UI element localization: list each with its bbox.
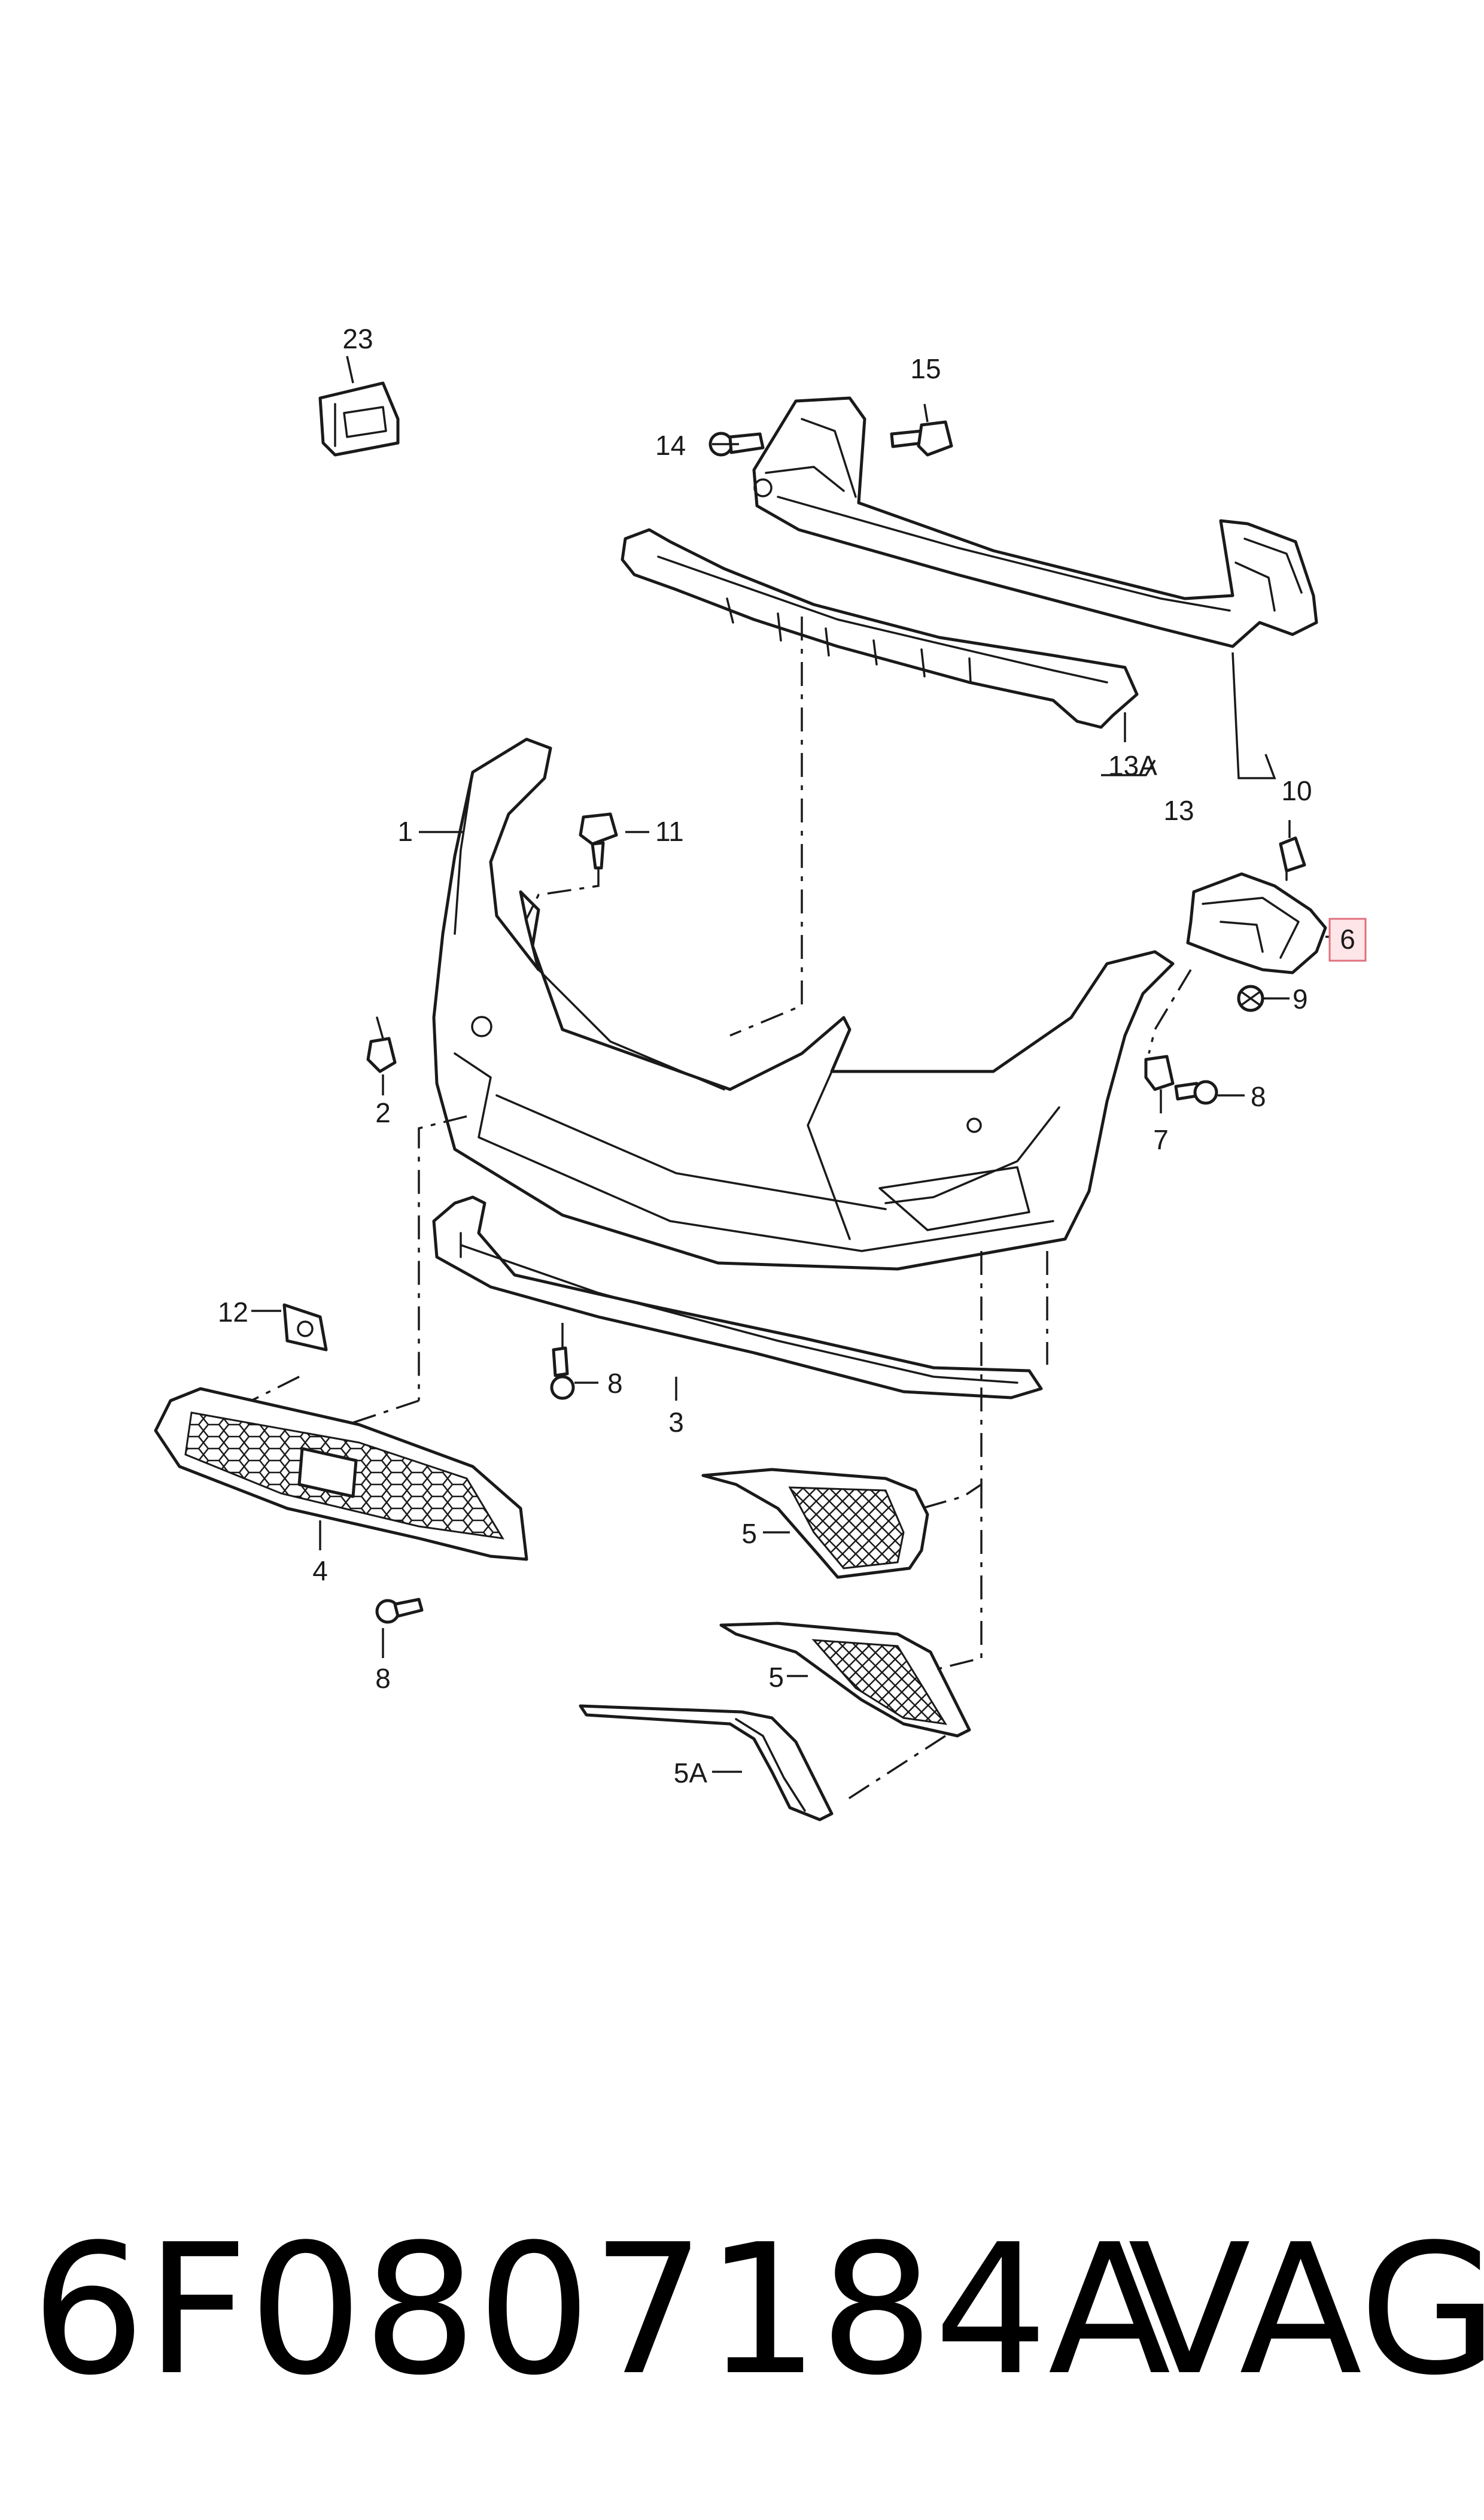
callout-5a: 5A: [674, 1757, 708, 1789]
part-7-clip: [1144, 1055, 1175, 1091]
callout-1: 1: [397, 816, 413, 847]
callout-15: 15: [910, 353, 941, 384]
part-number-text: 6F0807184A: [31, 2206, 1171, 2415]
callout-11: 11: [655, 816, 684, 847]
part-6-bracket: [1186, 872, 1327, 974]
part-5a-trim-frame: [579, 1704, 834, 1821]
callout-10: 10: [1281, 775, 1312, 806]
callout-9: 9: [1293, 983, 1308, 1015]
callout-13a: 13A: [1108, 750, 1157, 781]
part-12-plate: [282, 1303, 328, 1352]
part-2-cap: [366, 1016, 397, 1073]
callout-23: 23: [342, 323, 373, 354]
reference-lines: [251, 617, 1192, 1803]
callout-8-left: 8: [375, 1663, 391, 1694]
callout-8-right: 8: [1251, 1081, 1266, 1112]
part-10-clip: [1279, 836, 1306, 881]
callout-5-lower: 5: [768, 1662, 784, 1693]
part-5-grille-lower: [719, 1622, 971, 1738]
callout-2: 2: [375, 1097, 391, 1128]
part-23-clip: [318, 381, 400, 457]
callout-7: 7: [1153, 1124, 1169, 1155]
callout-13: 13: [1163, 795, 1194, 826]
part-13-crossmember: [752, 396, 1318, 648]
brand-text: VAG: [1128, 2206, 1484, 2415]
part-15-bolt: [890, 420, 953, 457]
callout-4: 4: [312, 1555, 328, 1586]
part-11-screw: [579, 812, 618, 870]
part-1-bumper-cover: [432, 737, 1175, 1271]
callout-8-center: 8: [607, 1368, 623, 1399]
callout-6: 6: [1340, 924, 1355, 955]
part-13a-absorber: [621, 528, 1139, 729]
callout-labels: 23 15 14 13A 13 10 1 11 6 9 2 8 7 12 8 3…: [218, 323, 1367, 1789]
callout-12: 12: [218, 1297, 248, 1328]
part-9-screw: [1237, 985, 1264, 1012]
part-8-bolt-center: [550, 1346, 575, 1400]
callout-3: 3: [668, 1407, 684, 1438]
callout-5-upper: 5: [741, 1518, 757, 1549]
callout-6-highlight: [1328, 918, 1367, 962]
callout-14: 14: [655, 430, 686, 461]
part-4-grille: [154, 1387, 528, 1561]
part-8-bolt-left: [375, 1598, 424, 1624]
part-8-bolt-right: [1174, 1080, 1218, 1105]
part-5-grille-upper: [701, 1468, 929, 1579]
